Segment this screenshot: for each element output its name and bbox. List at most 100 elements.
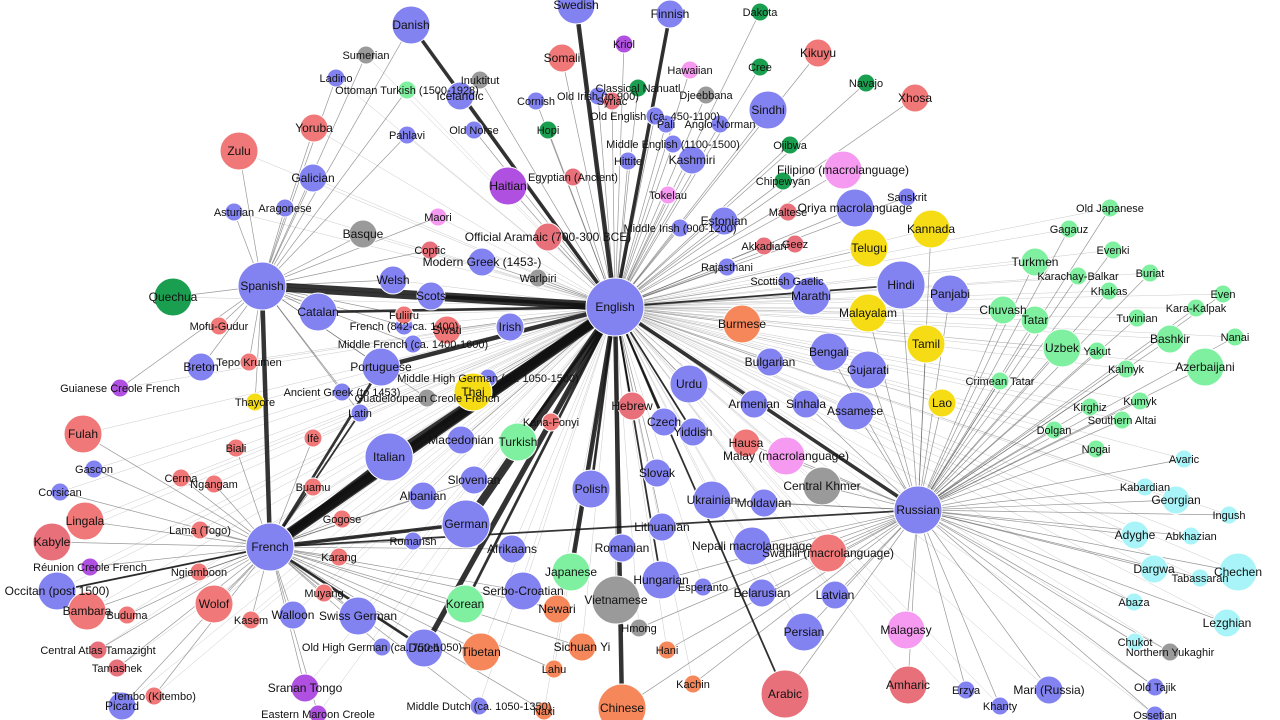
node-tatar[interactable] (1020, 305, 1050, 335)
node-kashmiri[interactable] (677, 145, 707, 175)
node-telugu[interactable] (849, 228, 889, 268)
node-korean[interactable] (445, 584, 485, 624)
node-middle-irish[interactable] (670, 218, 690, 238)
node-thai[interactable] (453, 372, 493, 412)
node-dolgan[interactable] (1044, 420, 1064, 440)
node-thayore[interactable] (245, 392, 265, 412)
node-czech[interactable] (649, 407, 679, 437)
node-kriol[interactable] (614, 34, 634, 54)
node-muyang[interactable] (314, 583, 334, 603)
node-french[interactable] (245, 522, 295, 572)
node-lahu[interactable] (544, 659, 564, 679)
node-erzya[interactable] (956, 680, 976, 700)
node-russian[interactable] (893, 485, 943, 535)
node-vietnamese[interactable] (591, 575, 641, 625)
node-german[interactable] (441, 499, 491, 549)
node-kasem[interactable] (241, 610, 261, 630)
node-khakas[interactable] (1099, 281, 1119, 301)
node-swiss-german[interactable] (338, 596, 378, 636)
node-amharic[interactable] (888, 665, 928, 705)
node-turkish[interactable] (498, 422, 538, 462)
node-breton[interactable] (186, 352, 216, 382)
node-wolof[interactable] (194, 584, 234, 624)
node-evenki[interactable] (1103, 240, 1123, 260)
node-belarusian[interactable] (747, 578, 777, 608)
node-ukrainian[interactable] (692, 480, 732, 520)
node-hopi[interactable] (538, 120, 558, 140)
node-slovenian[interactable] (459, 465, 489, 495)
node-chipewyan[interactable] (773, 171, 793, 191)
node-rajasthani[interactable] (717, 257, 737, 277)
node-welsh[interactable] (378, 265, 408, 295)
node-uzbek[interactable] (1042, 328, 1082, 368)
node-catalan[interactable] (298, 292, 338, 332)
node-burmese[interactable] (722, 304, 762, 344)
node-esperanto[interactable] (693, 577, 713, 597)
node-assamese[interactable] (835, 391, 875, 431)
node-asturian[interactable] (224, 202, 244, 222)
node-buriat[interactable] (1140, 263, 1160, 283)
node-portuguese[interactable] (361, 347, 401, 387)
node-nanai[interactable] (1225, 327, 1245, 347)
node-guadeloupean[interactable] (417, 388, 437, 408)
node-middle-dutch[interactable] (469, 696, 489, 716)
node-danish[interactable] (391, 5, 431, 45)
node-karang[interactable] (329, 547, 349, 567)
node-italian[interactable] (364, 432, 414, 482)
node-maori[interactable] (428, 207, 448, 227)
node-gogose[interactable] (332, 509, 352, 529)
node-afrikaans[interactable] (497, 534, 527, 564)
node-cerma[interactable] (171, 468, 191, 488)
node-zulu[interactable] (219, 131, 259, 171)
node-latvian[interactable] (820, 580, 850, 610)
node-sumerian[interactable] (356, 45, 376, 65)
node-hausa[interactable] (731, 428, 761, 458)
node-ancient-greek[interactable] (332, 382, 352, 402)
node-chechen[interactable] (1218, 552, 1258, 592)
node-gascon[interactable] (84, 459, 104, 479)
node-galician[interactable] (298, 163, 328, 193)
node-chuvash[interactable] (988, 295, 1018, 325)
node-warlpiri[interactable] (528, 268, 548, 288)
node-xhosa[interactable] (900, 83, 930, 113)
node-latin[interactable] (350, 403, 370, 423)
node-naxi[interactable] (534, 701, 554, 720)
node-hungarian[interactable] (641, 560, 681, 600)
node-ife[interactable] (303, 428, 323, 448)
node-ladino[interactable] (326, 68, 346, 88)
node-macedonian[interactable] (446, 425, 476, 455)
node-tibetan[interactable] (461, 632, 501, 672)
node-abaza[interactable] (1124, 592, 1144, 612)
node-malayalam[interactable] (848, 293, 888, 333)
node-irish[interactable] (495, 312, 525, 342)
node-yiddish[interactable] (678, 417, 708, 447)
node-moldavian[interactable] (749, 488, 779, 518)
node-central-atlas[interactable] (88, 640, 108, 660)
node-sinhala[interactable] (791, 389, 821, 419)
node-egyptian[interactable] (563, 167, 583, 187)
node-dakota[interactable] (750, 2, 770, 22)
node-biali[interactable] (226, 438, 246, 458)
node-armenian[interactable] (739, 389, 769, 419)
node-hebrew[interactable] (617, 391, 647, 421)
node-aramaic[interactable] (533, 222, 563, 252)
node-bashkir[interactable] (1155, 324, 1185, 354)
node-tepo-krumen[interactable] (239, 352, 259, 372)
node-occitan[interactable] (37, 571, 77, 611)
node-arabic[interactable] (760, 669, 810, 719)
node-estonian[interactable] (709, 206, 739, 236)
node-kikuyu[interactable] (803, 38, 833, 68)
node-georgian[interactable] (1161, 485, 1191, 515)
node-buamu[interactable] (303, 477, 323, 497)
node-hmong[interactable] (629, 618, 649, 638)
node-chinese[interactable] (597, 683, 647, 720)
node-middle-english[interactable] (663, 134, 683, 154)
node-sanskrit[interactable] (897, 187, 917, 207)
node-kannada[interactable] (911, 209, 951, 249)
node-romansh[interactable] (403, 531, 423, 551)
node-spanish[interactable] (237, 261, 287, 311)
node-central-khmer[interactable] (802, 466, 842, 506)
node-cornish[interactable] (526, 91, 546, 111)
node-finnish[interactable] (655, 0, 685, 29)
node-guianese-creole[interactable] (110, 378, 130, 398)
